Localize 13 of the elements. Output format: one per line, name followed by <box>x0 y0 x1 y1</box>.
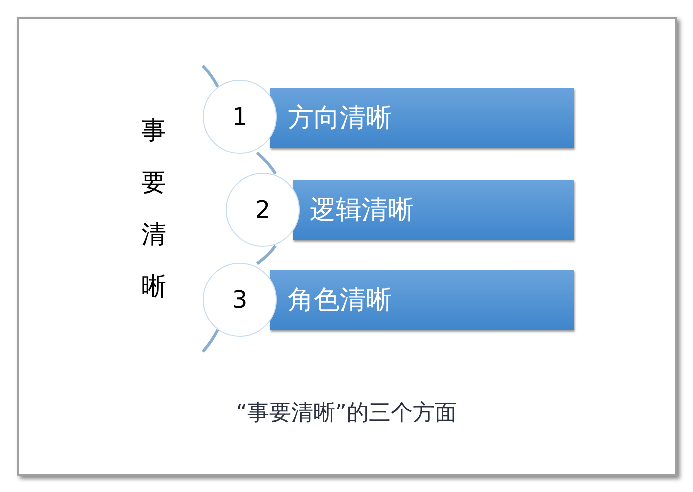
arc-line <box>256 152 277 175</box>
arc-line <box>256 245 277 266</box>
step-number: 2 <box>254 196 272 224</box>
step-bar <box>270 88 574 148</box>
vertical-title: 事要清晰 <box>140 115 168 303</box>
step-title: 逻辑清晰 <box>310 194 414 228</box>
step-bar <box>270 270 574 330</box>
step-number: 1 <box>231 103 249 131</box>
caption: “事要清晰”的三个方面 <box>235 400 458 428</box>
step-title: 方向清晰 <box>288 102 392 136</box>
step-number: 3 <box>231 286 249 314</box>
step-title: 角色清晰 <box>288 284 392 318</box>
step-bar <box>293 180 574 240</box>
